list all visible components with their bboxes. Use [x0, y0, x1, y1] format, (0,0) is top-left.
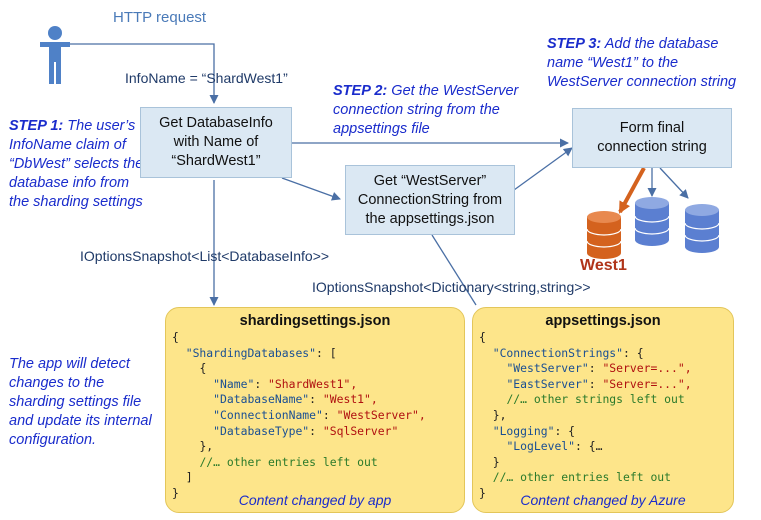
sj-arr-close: ] [185, 470, 193, 485]
database-icon-blue-1 [634, 197, 670, 246]
info-name-label: InfoName = “ShardWest1” [125, 70, 288, 86]
box-dbinfo-line2: with Name of [173, 134, 259, 150]
ioptions-list-label: IOptionsSnapshot<List<DatabaseInfo>> [80, 248, 330, 264]
aj-after-log: : { [554, 423, 576, 438]
database-icon-west1 [586, 211, 622, 259]
detect-line2: changes to the [9, 375, 105, 391]
aj-row-value: "Server=...", [602, 361, 692, 376]
sj-obj-open: { [199, 361, 207, 376]
sj-key-dbs: "ShardingDatabases" [185, 345, 317, 360]
step3-line2: name “West1” to the [547, 55, 679, 71]
sj-close: } [172, 485, 179, 500]
http-request-label: HTTP request [113, 9, 207, 26]
aj-after-cs: : { [623, 345, 644, 360]
aj-key-log: "Logging" [492, 423, 555, 438]
step1-line3: “DbWest” selects the [9, 156, 144, 172]
sj-row-key: "ConnectionName" [213, 407, 323, 422]
step1-lead: STEP 1: [9, 118, 64, 134]
sj-row-key: "DatabaseType" [213, 423, 310, 438]
aj-cs-close: }, [492, 407, 507, 422]
appsettings-json-panel: appsettings.json { "ConnectionStrings": … [472, 307, 734, 513]
west1-label: West1 [580, 257, 627, 274]
box-get-westserver: Get “WestServer” ConnectionString from t… [345, 165, 515, 235]
appsettings-footer: Content changed by Azure [520, 492, 686, 509]
step1-line2: InfoName claim of [9, 137, 126, 153]
detect-line1: The app will detect [9, 356, 130, 372]
aj-close: } [479, 485, 486, 500]
arrow-final-to-db-blue2 [659, 167, 689, 199]
box-get-database-info: Get DatabaseInfo with Name of “ShardWest… [140, 107, 292, 178]
sj-row-value: "West1", [322, 392, 378, 407]
aj-after-level: : {… [575, 439, 603, 454]
box-westserver-line2: ConnectionString from [357, 191, 503, 208]
step3-line3: WestServer connection string [547, 74, 737, 90]
box-westserver-line1: Get “WestServer” [373, 172, 487, 189]
shardingsettings-title: shardingsettings.json [239, 313, 391, 329]
step2-note: STEP 2: Get the WestServer connection st… [333, 82, 533, 139]
arrow-dbinfo-to-westserver [281, 177, 341, 201]
step1-note: STEP 1: The user’s InfoName claim of “Db… [9, 117, 159, 212]
box-dbinfo-line3: “ShardWest1” [171, 153, 261, 169]
sj-row-value: "SqlServer" [322, 423, 399, 438]
aj-comment1: //… other strings left out [506, 392, 685, 407]
step2-line2: connection string from the [333, 102, 500, 118]
sj-row-value: "WestServer", [336, 407, 426, 422]
detect-line5: configuration. [9, 432, 97, 448]
detect-line3: sharding settings file [9, 394, 142, 410]
detect-note: The app will detect changes to the shard… [9, 355, 167, 450]
appsettings-title: appsettings.json [545, 313, 661, 329]
aj-log-close: } [492, 454, 500, 469]
user-icon [40, 26, 70, 84]
sj-open: { [172, 330, 179, 344]
sj-row-value: "ShardWest1", [268, 376, 358, 391]
shardingsettings-code: { "ShardingDatabases": [ { "Name": "Shar… [172, 330, 426, 500]
aj-row-key: "EastServer" [506, 376, 589, 391]
step3-note: STEP 3: Add the database name “West1” to… [547, 35, 757, 92]
aj-comment2: //… other entries left out [492, 470, 672, 485]
arrow-final-to-db-orange [618, 167, 646, 214]
step3-lead: STEP 3: [547, 36, 602, 52]
arrow-westserver-to-final [513, 147, 573, 191]
step2-line1: Get the WestServer [387, 83, 519, 99]
box-westserver-line3: the appsettings.json [365, 210, 495, 227]
shardingsettings-json-panel: shardingsettings.json { "ShardingDatabas… [165, 307, 465, 513]
step1-line5: the sharding settings [9, 194, 143, 210]
http-request-line [70, 43, 219, 104]
detect-line4: and update its internal [9, 413, 152, 429]
sj-row-key: "Name" [213, 376, 255, 391]
step2-lead: STEP 2: [333, 83, 388, 99]
box-final-line2: connection string [597, 139, 707, 155]
aj-row-value: "Server=...", [602, 376, 692, 391]
step1-line1: The user’s [63, 118, 136, 134]
ioptions-dict-label: IOptionsSnapshot<Dictionary<string,strin… [312, 279, 591, 295]
sj-after-dbs: : [ [316, 345, 337, 360]
box-final-line1: Form final [619, 120, 685, 136]
step1-line4: database info from [9, 175, 130, 191]
database-icon-blue-2 [684, 204, 720, 253]
aj-open: { [479, 330, 486, 344]
appsettings-code: { "ConnectionStrings": { "WestServer": "… [479, 330, 692, 500]
box-form-final-connection: Form final connection string [572, 108, 732, 168]
step3-line1: Add the database [601, 36, 719, 52]
line-westserver-to-appsettings [431, 234, 477, 306]
sj-comment: //… other entries left out [199, 454, 378, 469]
step2-line3: appsettings file [333, 121, 430, 137]
shardingsettings-footer: Content changed by app [238, 492, 392, 509]
aj-key-level: "LogLevel" [506, 439, 576, 454]
aj-key-cs: "ConnectionStrings" [492, 345, 624, 360]
sj-obj-close: }, [199, 439, 214, 454]
sj-row-key: "DatabaseName" [213, 392, 310, 407]
box-dbinfo-line1: Get DatabaseInfo [159, 115, 273, 131]
aj-row-key: "WestServer" [506, 361, 589, 376]
